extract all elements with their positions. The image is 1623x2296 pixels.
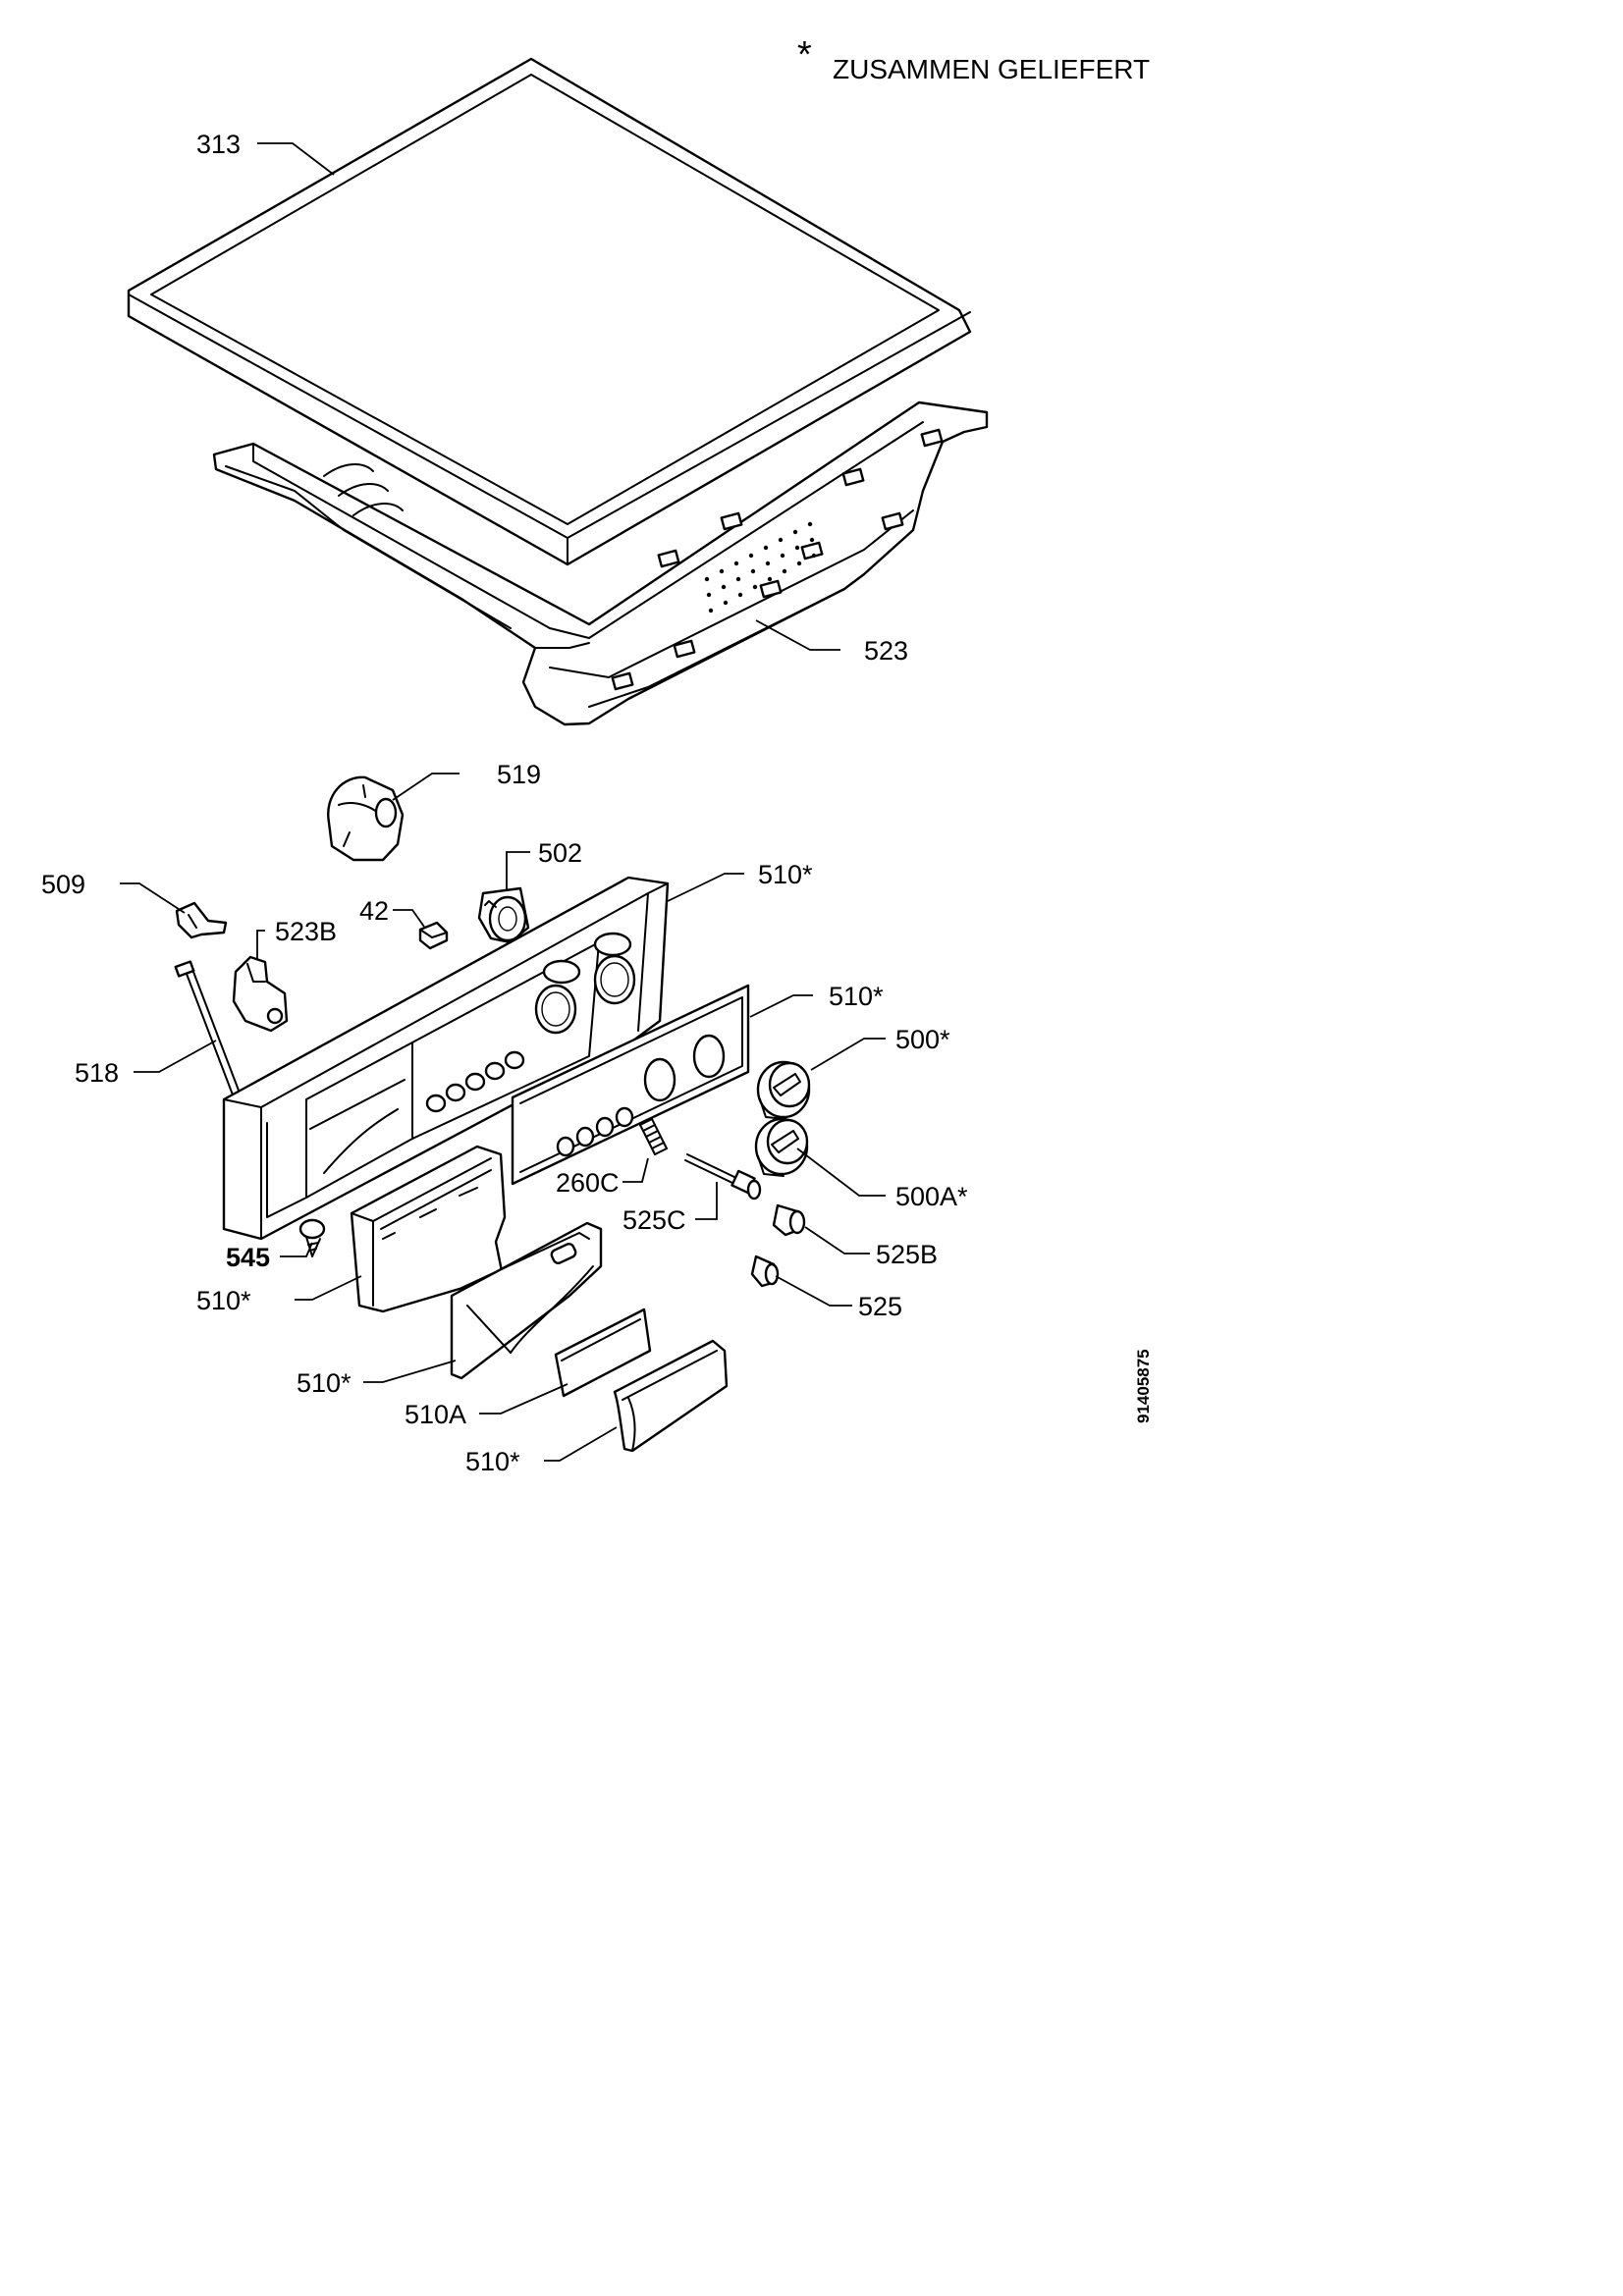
- label-519: 519: [497, 760, 541, 789]
- part-545-screw: [298, 1218, 326, 1257]
- label-502: 502: [538, 838, 582, 868]
- part-518-rod: [174, 960, 242, 1098]
- document-id: 91405875: [1134, 1349, 1153, 1423]
- part-523B: [232, 955, 289, 1033]
- part-502: [477, 886, 530, 944]
- note-symbol: *: [797, 34, 812, 76]
- label-545: 545: [226, 1243, 270, 1272]
- part-523-frame: [212, 400, 989, 726]
- part-510A-plate: [554, 1308, 652, 1398]
- label-525: 525: [858, 1292, 902, 1321]
- label-525B: 525B: [876, 1240, 938, 1269]
- label-518: 518: [75, 1058, 119, 1088]
- part-509: [175, 901, 228, 939]
- part-510-control-panel: [222, 876, 670, 1241]
- part-500A-knob: [754, 1117, 809, 1177]
- label-510-c: 510*: [196, 1286, 251, 1315]
- part-519: [327, 775, 405, 862]
- label-510-e: 510*: [465, 1447, 520, 1476]
- label-313: 313: [196, 130, 241, 159]
- label-500A: 500A*: [895, 1182, 968, 1211]
- label-500: 500*: [895, 1025, 950, 1054]
- note-text: ZUSAMMEN GELIEFERT: [833, 54, 1150, 84]
- label-525C: 525C: [622, 1205, 686, 1235]
- part-labels: 313 523 519 502 509 42 510* 523B 518 510…: [41, 130, 968, 1476]
- part-510-dispenser-drawer: [350, 1145, 507, 1313]
- label-260C: 260C: [556, 1168, 620, 1198]
- label-509: 509: [41, 870, 85, 899]
- label-523B: 523B: [275, 917, 337, 946]
- label-510-d: 510*: [297, 1368, 352, 1398]
- leader-lines: [120, 142, 886, 1462]
- part-510-front-panel: [511, 984, 750, 1186]
- part-525B: [772, 1203, 806, 1237]
- label-510A: 510A: [405, 1400, 466, 1429]
- label-510-b: 510*: [829, 982, 884, 1011]
- part-525: [750, 1255, 780, 1288]
- part-313-lid: [127, 57, 972, 566]
- part-42: [418, 921, 449, 950]
- frame-vent-holes: [704, 521, 817, 614]
- part-500-knob: [756, 1060, 811, 1120]
- part-260C-spring: [639, 1118, 668, 1155]
- part-510-drawer-front: [450, 1221, 603, 1380]
- part-525C-shaft: [684, 1153, 762, 1201]
- part-510-handle-cover: [613, 1339, 729, 1453]
- label-523: 523: [864, 636, 908, 666]
- label-42: 42: [359, 896, 389, 926]
- label-510-a: 510*: [758, 860, 813, 889]
